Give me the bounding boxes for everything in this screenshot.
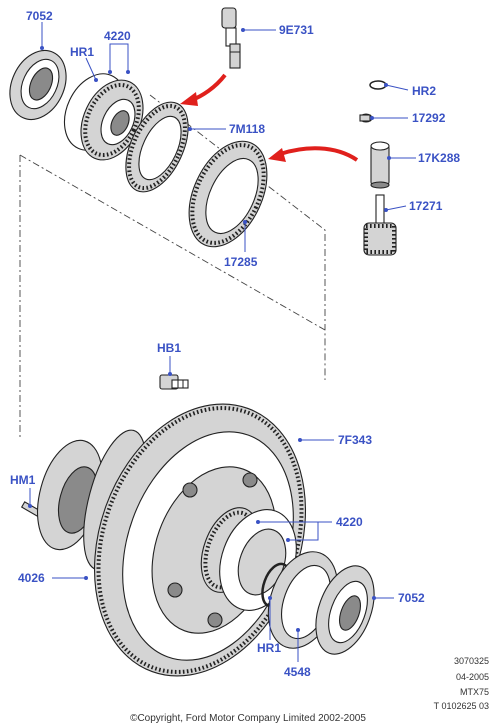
drawing-date: 04-2005 bbox=[456, 672, 489, 682]
callout-labels: 7052 HR1 4220 9E731 HR2 7M118 17292 17K2… bbox=[10, 9, 460, 679]
drawing-reference: T 0102625 03 bbox=[434, 701, 489, 711]
callout-leaders bbox=[28, 22, 416, 662]
label-hr2: HR2 bbox=[412, 84, 436, 98]
label-17k288: 17K288 bbox=[418, 151, 460, 165]
circlip bbox=[369, 80, 387, 90]
label-17271: 17271 bbox=[409, 199, 443, 213]
label-7f343: 7F343 bbox=[338, 433, 372, 447]
label-7052-top: 7052 bbox=[26, 9, 53, 23]
speed-sensor bbox=[221, 7, 241, 69]
assembly-arrow-gear bbox=[268, 146, 359, 162]
label-4220-bottom: 4220 bbox=[336, 515, 363, 529]
assembly-arrow-sensor bbox=[180, 73, 227, 106]
copyright-notice: ©Copyright, Ford Motor Company Limited 2… bbox=[130, 713, 366, 724]
speedometer-rotor-ring bbox=[125, 101, 189, 193]
label-hr1-bottom: HR1 bbox=[257, 641, 281, 655]
label-9e731: 9E731 bbox=[279, 23, 314, 37]
label-17285: 17285 bbox=[224, 255, 258, 269]
label-7m118: 7M118 bbox=[229, 122, 265, 136]
label-7052-bottom: 7052 bbox=[398, 591, 425, 605]
drawing-code: 3070325 bbox=[454, 656, 489, 666]
label-hb1: HB1 bbox=[157, 341, 181, 355]
bearing-top bbox=[63, 73, 144, 161]
assembly-dash-frame bbox=[19, 94, 326, 440]
bolt bbox=[159, 374, 189, 390]
drawing-info-block: 3070325 04-2005 MTX75 T 0102625 03 bbox=[434, 656, 489, 711]
label-hr1-top: HR1 bbox=[70, 45, 94, 59]
label-4026: 4026 bbox=[18, 571, 45, 585]
label-4548: 4548 bbox=[284, 665, 311, 679]
bushing-part bbox=[370, 141, 390, 189]
drive-ring-gear bbox=[188, 140, 268, 248]
oil-seal-bottom bbox=[315, 565, 375, 655]
label-hm1: HM1 bbox=[10, 473, 36, 487]
oil-seal-top bbox=[9, 50, 67, 120]
drawing-model: MTX75 bbox=[460, 687, 489, 697]
label-17292: 17292 bbox=[412, 111, 446, 125]
driven-gear-shaft bbox=[363, 194, 397, 256]
label-4220-top: 4220 bbox=[104, 29, 131, 43]
